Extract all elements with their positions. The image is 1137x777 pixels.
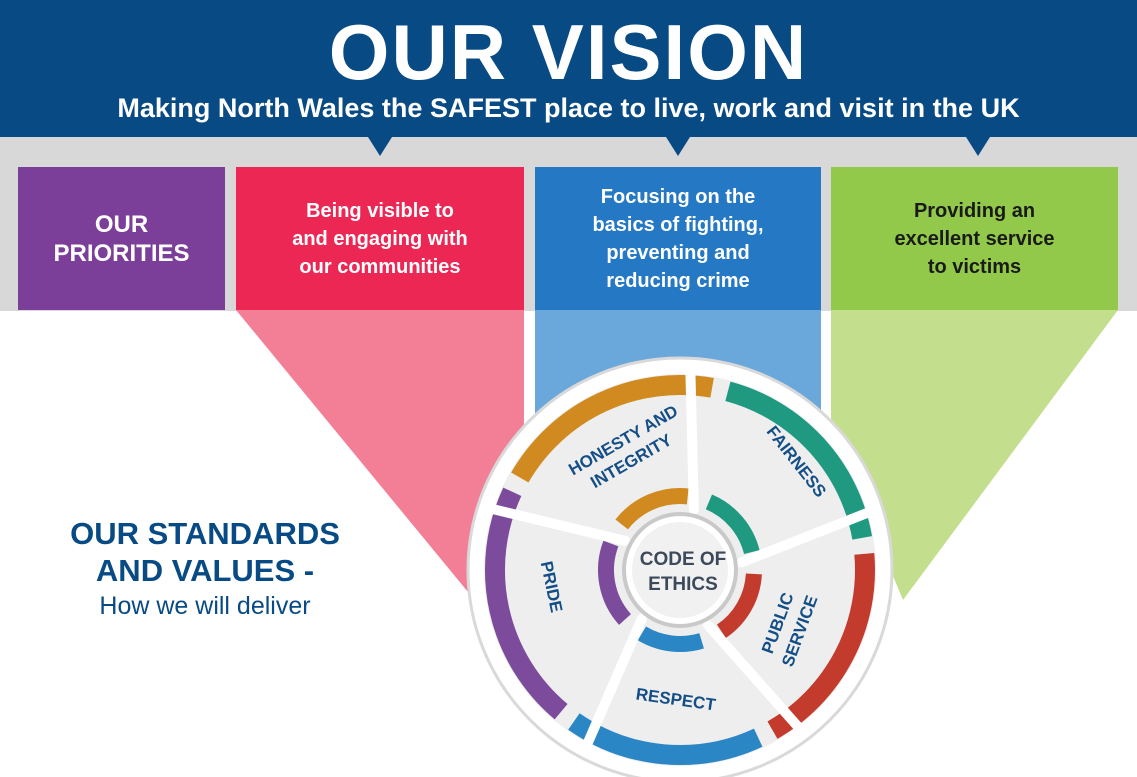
segment-divider-public-service bbox=[736, 507, 875, 568]
priority-visible-engaging: Being visible to and engaging with our c… bbox=[236, 167, 524, 310]
segment-outer-arc-honesty bbox=[511, 375, 714, 483]
standards-block: OUR STANDARDS AND VALUES - How we will d… bbox=[30, 515, 380, 621]
priority-fighting-crime: Focusing on the basics of fighting, prev… bbox=[535, 167, 821, 310]
segment-outer-arc-fairness bbox=[725, 381, 873, 540]
segment-inner-arc-pride bbox=[598, 540, 632, 625]
segment-outer-arc-public-service bbox=[767, 553, 875, 739]
segment-inner-arc-fairness bbox=[705, 494, 760, 555]
priority-2-line4: reducing crime bbox=[606, 269, 750, 292]
segment-inner-arc-honesty bbox=[615, 488, 689, 530]
ethics-wheel: CODE OF ETHICS HONESTY AND INTEGRITY FAI… bbox=[466, 356, 894, 777]
banner-pointer-2 bbox=[666, 137, 690, 156]
standards-heading-line2: AND VALUES - bbox=[95, 553, 315, 588]
vision-subtitle-start: Making North Wales the bbox=[117, 93, 430, 123]
priority-3-line3: to victims bbox=[927, 255, 1022, 278]
vision-subtitle-emphasis: SAFEST bbox=[429, 93, 537, 123]
priority-victim-service: Providing an excellent service to victim… bbox=[831, 167, 1118, 310]
segment-divider-honesty bbox=[486, 503, 631, 546]
segment-outer-arc-pride bbox=[485, 487, 568, 720]
priority-1-line2: and engaging with bbox=[292, 227, 468, 250]
segment-inner-arc-public-service bbox=[716, 573, 762, 638]
priorities-heading-line1: OUR bbox=[94, 210, 149, 238]
priority-3-line2: excellent service bbox=[894, 227, 1055, 250]
banner-pointer-1 bbox=[368, 137, 392, 156]
segment-inner-arc-respect bbox=[637, 626, 704, 652]
vision-subtitle: Making North Wales the SAFEST place to l… bbox=[0, 92, 1137, 124]
standards-heading-line1: OUR STANDARDS bbox=[70, 516, 340, 551]
segment-divider-fairness bbox=[685, 367, 699, 515]
center-label-line1: CODE OF bbox=[640, 549, 727, 570]
priority-2-line2: basics of fighting, bbox=[592, 213, 764, 236]
vision-subtitle-end: place to live, work and visit in the UK bbox=[536, 93, 1020, 123]
vision-banner bbox=[0, 0, 1137, 137]
center-hub-inner bbox=[632, 522, 728, 618]
vision-title: OUR VISION bbox=[328, 8, 809, 96]
priority-2-line3: preventing and bbox=[606, 241, 750, 264]
standards-subheading: How we will deliver bbox=[99, 592, 311, 620]
center-label-line2: ETHICS bbox=[648, 574, 718, 595]
priorities-heading-line2: PRIORITIES bbox=[53, 239, 190, 267]
priority-1-line1: Being visible to bbox=[306, 199, 454, 222]
banner-pointer-3 bbox=[966, 137, 990, 156]
priority-2-line1: Focusing on the bbox=[600, 185, 756, 208]
segment-divider-pride bbox=[582, 613, 647, 750]
green-funnel bbox=[831, 310, 1118, 600]
pink-funnel bbox=[236, 310, 524, 592]
priority-1-line3: our communities bbox=[299, 255, 461, 278]
priority-3-line1: Providing an bbox=[913, 199, 1036, 222]
segment-divider-respect bbox=[703, 620, 805, 734]
